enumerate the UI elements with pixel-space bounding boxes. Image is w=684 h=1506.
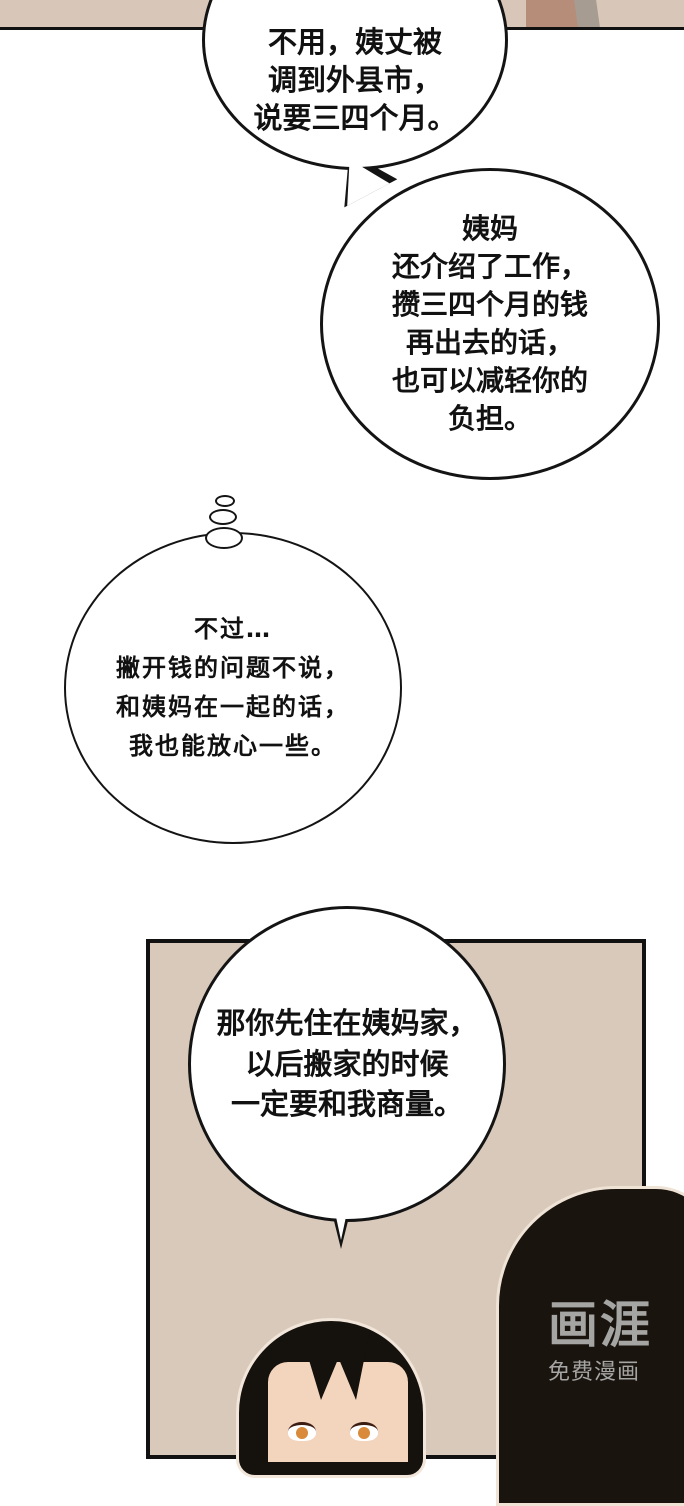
speech-bubble-1: 不用，姨丈被 调到外县市， 说要三四个月。 [202,0,508,170]
character-left-face [268,1362,408,1462]
panel-art-fragment [526,0,580,27]
bubble-text: 那你先住在姨妈家， 以后搬家的时候 一定要和我商量。 [216,1006,478,1122]
character-eye-right [350,1422,378,1441]
watermark-subtitle: 免费漫画 [548,1360,641,1385]
bubble-text: 姨妈 还介绍了工作， 攒三四个月的钱 再出去的话， 也可以减轻你的 负担。 [391,211,588,436]
bubble-text: 不用，姨丈被 调到外县市， 说要三四个月。 [253,24,457,136]
watermark-logo: 画涯 [548,1296,652,1354]
thought-bubble: 不过… 撇开钱的问题不说， 和姨妈在一起的话， 我也能放心一些。 [64,532,402,844]
thought-dot-large [205,527,243,549]
panel-art-fragment [574,0,600,27]
bubble-text: 不过… 撇开钱的问题不说， 和姨妈在一起的话， 我也能放心一些。 [116,615,350,760]
thought-dot-small [215,495,235,507]
thought-dot-medium [209,509,237,525]
speech-bubble-2: 姨妈 还介绍了工作， 攒三四个月的钱 再出去的话， 也可以减轻你的 负担。 [320,168,660,480]
speech-bubble-tail-fill [335,1212,347,1240]
watermark: 画涯 免费漫画 [548,1300,668,1386]
character-eye-left [288,1422,316,1441]
speech-bubble-4: 那你先住在姨妈家， 以后搬家的时候 一定要和我商量。 [188,906,506,1222]
